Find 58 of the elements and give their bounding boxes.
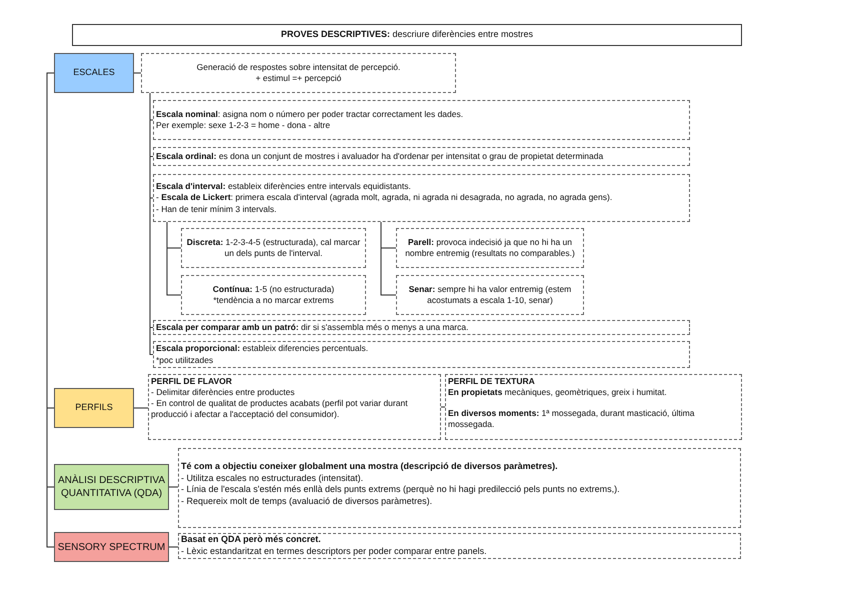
box-text: Generació de respostes sobre intensitat de percepció. [196,62,400,73]
note-box [445,374,742,440]
box-text: Discreta: 1-2-3-4-5 (estructurada), cal marcar un dels punts de l'interval. [186,236,362,260]
box-text: Escala proporcional: estableix diferencies percentuals. [156,343,370,354]
category-box [54,388,134,428]
note-box [178,533,741,559]
box-text: *tendència a no marcar extrems [213,295,334,306]
box-text: PROVES DESCRIPTIVES: descriure diferències entre mostres [280,29,534,41]
box-text: Escala d'interval: estableix diferències entre intervals equidistants. [156,181,412,192]
note-box [181,228,366,268]
box-text: Per exemple: sexe 1-2-3 = home - dona - altre [156,120,332,132]
connector-line [168,546,178,548]
connector-line [380,222,396,296]
box-text: En diversos moments: 1ª mossegada, durant masticació, última mossegada. [448,408,696,430]
box-text: Basat en QDA però més concret. [181,534,322,546]
box-text: Té com a objectiu coneixer globalment una mostra (descripció de diversos paràmetres). [181,461,559,473]
box-text: - En control de qualitat de productes acabats (perfil pot variar durant producció i afectar a l'acceptació del consumidor). [151,398,409,420]
connector-line [134,72,142,74]
box-text: Senar: sempre hi ha valor entremig (estem acostumats a escala 1-10, senar) [408,284,572,306]
box-text: Parell: provoca indecisió ja que no hi ha un nombre entremig (resultats no comparables.) [404,236,576,260]
note-box [181,275,366,315]
box-text: Escala per comparar amb un patró: dir si s'assembla més o menys a una marca. [156,322,470,334]
note-box [153,147,690,166]
box-text: - Línia de l'escala s'estén més enllà dels punts extrems (perquè no hi hagi predilecció pels punts no extrems,). [181,484,621,496]
note-box [153,320,690,335]
box-text: - Requereix molt de temps (avaluació de diversos paràmetres). [181,496,434,508]
box-text: PERFIL DE FLAVOR [151,376,233,388]
category-box [54,532,169,562]
note-box [153,341,690,368]
note-box [396,228,584,268]
box-text: - Han de tenir mínim 3 intervals. [156,204,278,215]
connector-line [168,486,178,488]
box-text: En propietats mecàniques, geomètriques, greix i humitat. [448,387,668,398]
note-box [153,174,690,222]
box-text: - Delimitar diferències entre productes [151,387,296,398]
connector-line [440,406,446,408]
note-box [141,53,456,93]
box-text: PERFIL DE TEXTURA [448,376,536,388]
box-text: *poc utilitzades [156,354,214,366]
category-label: SENSORY SPECTRUM [58,540,166,554]
box-text: - Escala de Lickert: primera escala d'interval (agrada molt, agrada, ni agrada ni desagrada, no agrada, no agrada gens). [156,192,614,204]
box-text: - Lèxic estandaritzat en termes descriptors per poder comparar entre panels. [181,546,488,558]
category-box [54,53,134,93]
note-box [153,100,690,140]
category-label: ESCALES [73,67,115,79]
box-text: Escala nominal: asigna nom o número per poder tractar correctament les dades. [156,108,464,120]
category-box [54,464,169,510]
note-box [178,448,741,528]
box-text: Contínua: 1-5 (no estructurada) [212,284,334,295]
note-box [148,374,441,440]
box-text: - Utilitza escales no estructurades (intensitat). [181,472,364,484]
category-label: PERFILS [75,402,113,414]
box-text: Escala ordinal: es dona un conjunt de mostres i avaluador ha d'ordenar per intensitat o grau de propietat determinada [156,150,604,162]
connector-line [166,222,182,296]
note-box [396,275,584,315]
title-box [72,24,742,46]
box-text: + estimul =+ percepció [256,73,342,84]
category-label: ANÀLISI DESCRIPTIVA QUANTITATIVA (QDA) [57,474,166,500]
